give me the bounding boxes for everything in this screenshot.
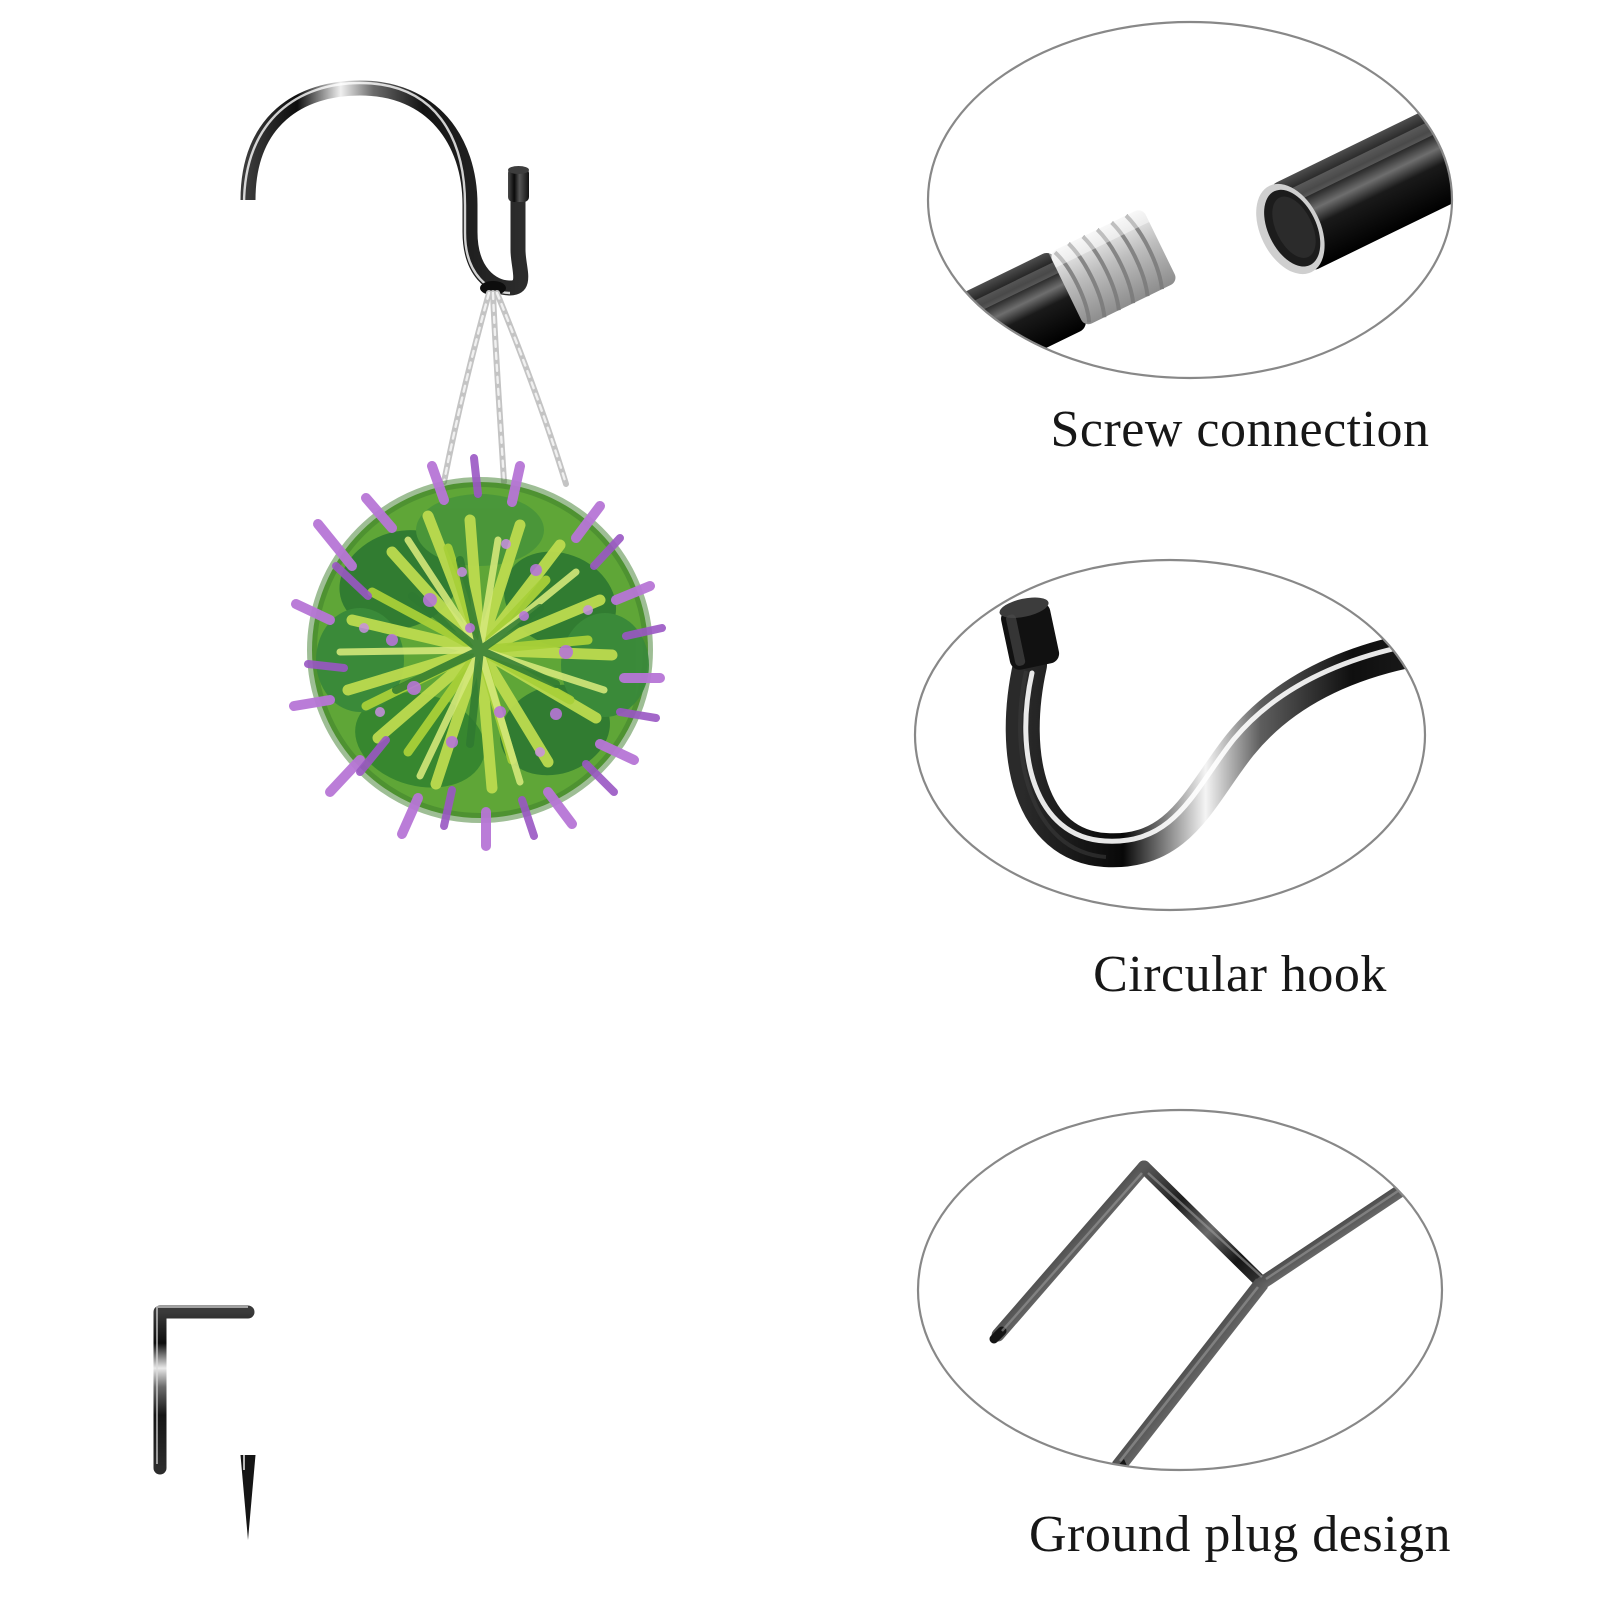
product-illustration-panel — [153, 80, 666, 1540]
ground-plug-caption: Ground plug design — [1028, 1506, 1452, 1563]
ground-plug-photo — [916, 1108, 1444, 1472]
features-panel: Screw connection — [880, 0, 1600, 1600]
hook-tip-cap — [508, 166, 529, 202]
screw-connection-oval-frame — [926, 20, 1454, 380]
artificial-topiary-ball — [289, 454, 666, 851]
circular-hook-photo — [913, 558, 1427, 912]
shepherd-hook-curve — [240, 80, 529, 296]
ball-flowers — [289, 454, 666, 851]
hanging-chains — [441, 290, 569, 487]
screw-connection-caption: Screw connection — [1050, 401, 1430, 458]
pole-shaft — [240, 200, 256, 1320]
circular-hook-oval-frame — [913, 558, 1427, 912]
shepherd-hook-product-svg — [153, 80, 666, 1540]
ground-plug-oval-frame — [916, 1108, 1444, 1472]
circular-hook-caption: Circular hook — [1093, 946, 1387, 1003]
pole-ground-stake — [153, 1305, 256, 1540]
screw-connection-photo — [926, 20, 1454, 380]
